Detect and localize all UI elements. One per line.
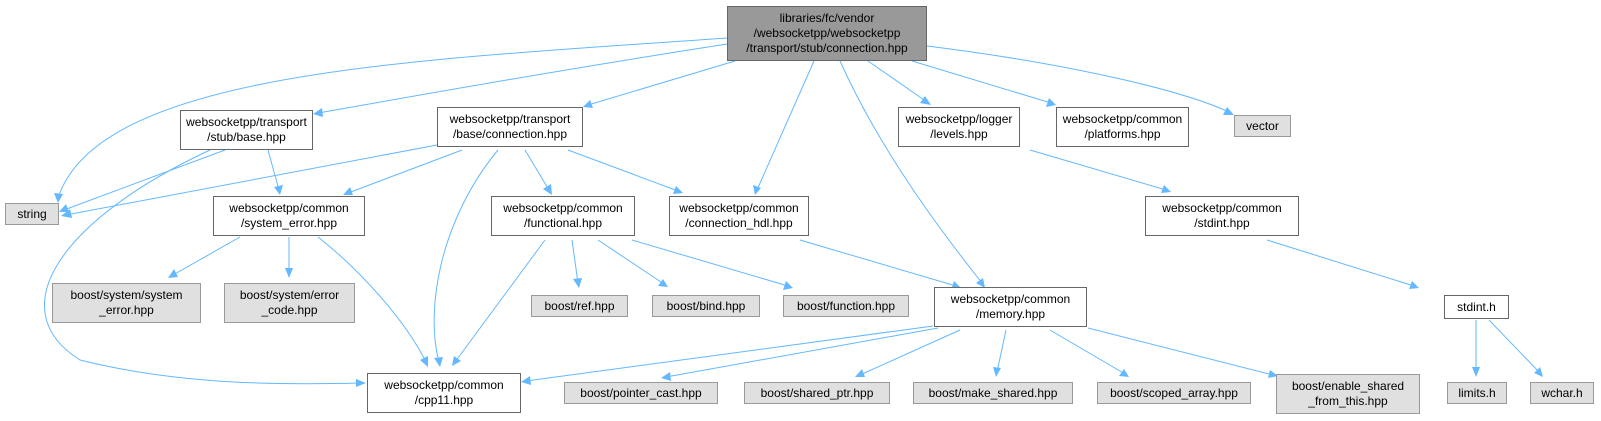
edge-arrow <box>661 372 671 381</box>
edge-memory-make-shared <box>996 329 1007 373</box>
edge-functional-cpp11 <box>454 239 546 363</box>
edge-arrow <box>1161 185 1171 193</box>
edge-arrow <box>61 209 72 218</box>
edge-arrow <box>673 186 683 194</box>
node-boost-shared-ptr: boost/shared_ptr.hpp <box>744 382 890 404</box>
edge-arrow <box>543 184 552 195</box>
node-stub-base-hpp[interactable]: websocketpp/transport /stub/base.hpp <box>180 110 313 150</box>
edge-base-conn-conn-hdl <box>567 149 679 192</box>
edge-arrow <box>452 356 461 366</box>
edge-arrow <box>1534 367 1543 377</box>
edge-arrow <box>583 100 593 108</box>
edge-stub-base-cpp11 <box>43 149 361 385</box>
edge-memory-shared-ptr <box>859 329 961 376</box>
edge-arrow <box>1472 367 1480 377</box>
node-wchar-h: wchar.h <box>1530 382 1594 404</box>
edge-base-conn-cpp11 <box>433 149 499 363</box>
node-cpp11-hpp[interactable]: websocketpp/common /cpp11.hpp <box>367 373 521 413</box>
edge-arrow <box>285 268 293 278</box>
edge-arrow <box>1223 107 1234 115</box>
edge-arrow <box>274 185 283 195</box>
edge-base-conn-functional <box>524 149 550 191</box>
node-boost-bind: boost/bind.hpp <box>652 295 760 317</box>
edge-system-error-bs-system-error <box>172 236 241 276</box>
edge-root-vector <box>926 45 1230 113</box>
edge-arrow <box>1119 369 1129 377</box>
edge-system-error-cpp11 <box>317 236 427 363</box>
edge-base-conn-string <box>65 144 438 216</box>
node-limits-h: limits.h <box>1447 382 1507 404</box>
edge-stdint-h-wchar <box>1488 319 1541 374</box>
edge-arrow <box>168 269 178 278</box>
edge-memory-scoped-array <box>1049 329 1126 375</box>
node-vector: vector <box>1234 115 1291 137</box>
node-platforms-hpp[interactable]: websocketpp/common /platforms.hpp <box>1056 107 1189 147</box>
edge-root-base-conn <box>587 60 736 106</box>
edge-root-stub-base <box>317 43 728 114</box>
edge-arrow <box>855 369 865 377</box>
node-boost-scoped-array: boost/scoped_array.hpp <box>1097 382 1251 404</box>
node-system-error-hpp[interactable]: websocketpp/common /system_error.hpp <box>213 196 365 236</box>
edge-stdint-hpp-stdint-h <box>1266 239 1415 287</box>
node-memory-hpp[interactable]: websocketpp/common /memory.hpp <box>934 287 1087 327</box>
node-stdint-hpp[interactable]: websocketpp/common /stdint.hpp <box>1145 196 1299 236</box>
node-functional-hpp[interactable]: websocketpp/common /functional.hpp <box>491 196 635 236</box>
edge-stub-base-system-error <box>267 149 280 191</box>
node-string: string <box>5 203 59 225</box>
edge-arrow <box>356 379 366 387</box>
edge-memory-pointer-cast <box>665 327 939 378</box>
edge-base-conn-system-error <box>347 149 463 194</box>
edge-memory-cpp11 <box>525 325 934 382</box>
edge-stub-base-string <box>63 149 226 211</box>
node-connection-hdl-hpp[interactable]: websocketpp/common /connection_hdl.hpp <box>669 196 809 236</box>
edge-arrow <box>976 278 985 288</box>
node-boost-system-system-error: boost/system/system _error.hpp <box>52 283 201 323</box>
edge-arrow <box>434 357 443 367</box>
edge-functional-boost-bind <box>597 239 665 285</box>
edge-arrow <box>313 108 323 117</box>
edge-arrow <box>343 187 353 195</box>
node-boost-pointer-cast: boost/pointer_cast.hpp <box>564 382 718 404</box>
edge-root-platforms <box>911 60 1052 104</box>
edge-functional-boost-function <box>631 239 789 287</box>
edge-root-string <box>57 37 728 199</box>
edge-conn-hdl-memory <box>799 239 957 287</box>
node-boost-ref: boost/ref.hpp <box>531 295 628 317</box>
node-boost-system-error-code: boost/system/error _code.hpp <box>224 283 355 323</box>
edge-arrow <box>59 204 69 212</box>
edge-arrow <box>753 185 761 195</box>
edge-arrow <box>993 367 1001 377</box>
node-root-connection-hpp[interactable]: libraries/fc/vendor /websocketpp/websock… <box>727 6 927 61</box>
edge-arrow <box>521 376 531 385</box>
edge-logger-stdint-hpp <box>1029 149 1167 191</box>
edge-arrow <box>1409 281 1419 289</box>
edge-arrow <box>658 279 668 287</box>
node-boost-function: boost/function.hpp <box>783 295 909 317</box>
edge-functional-boost-ref <box>571 239 579 284</box>
edge-root-memory <box>839 60 983 284</box>
node-boost-make-shared: boost/make_shared.hpp <box>913 382 1073 404</box>
edge-arrow <box>54 193 63 203</box>
edge-root-conn-hdl <box>756 60 815 191</box>
edge-root-logger <box>867 60 928 103</box>
node-base-connection-hpp[interactable]: websocketpp/transport /base/connection.h… <box>437 107 583 147</box>
edge-arrow <box>1046 98 1056 107</box>
edge-arrow <box>573 278 582 288</box>
node-boost-enable-shared-from-this: boost/enable_shared _from_this.hpp <box>1276 374 1420 414</box>
node-stdint-h[interactable]: stdint.h <box>1444 295 1509 319</box>
edge-arrow <box>783 281 793 290</box>
node-logger-levels-hpp[interactable]: websocketpp/logger /levels.hpp <box>898 107 1020 147</box>
edge-memory-enable-shared <box>1087 327 1274 376</box>
edge-arrow <box>920 96 931 105</box>
edge-arrow <box>420 356 428 367</box>
edge-arrow <box>1268 370 1278 378</box>
